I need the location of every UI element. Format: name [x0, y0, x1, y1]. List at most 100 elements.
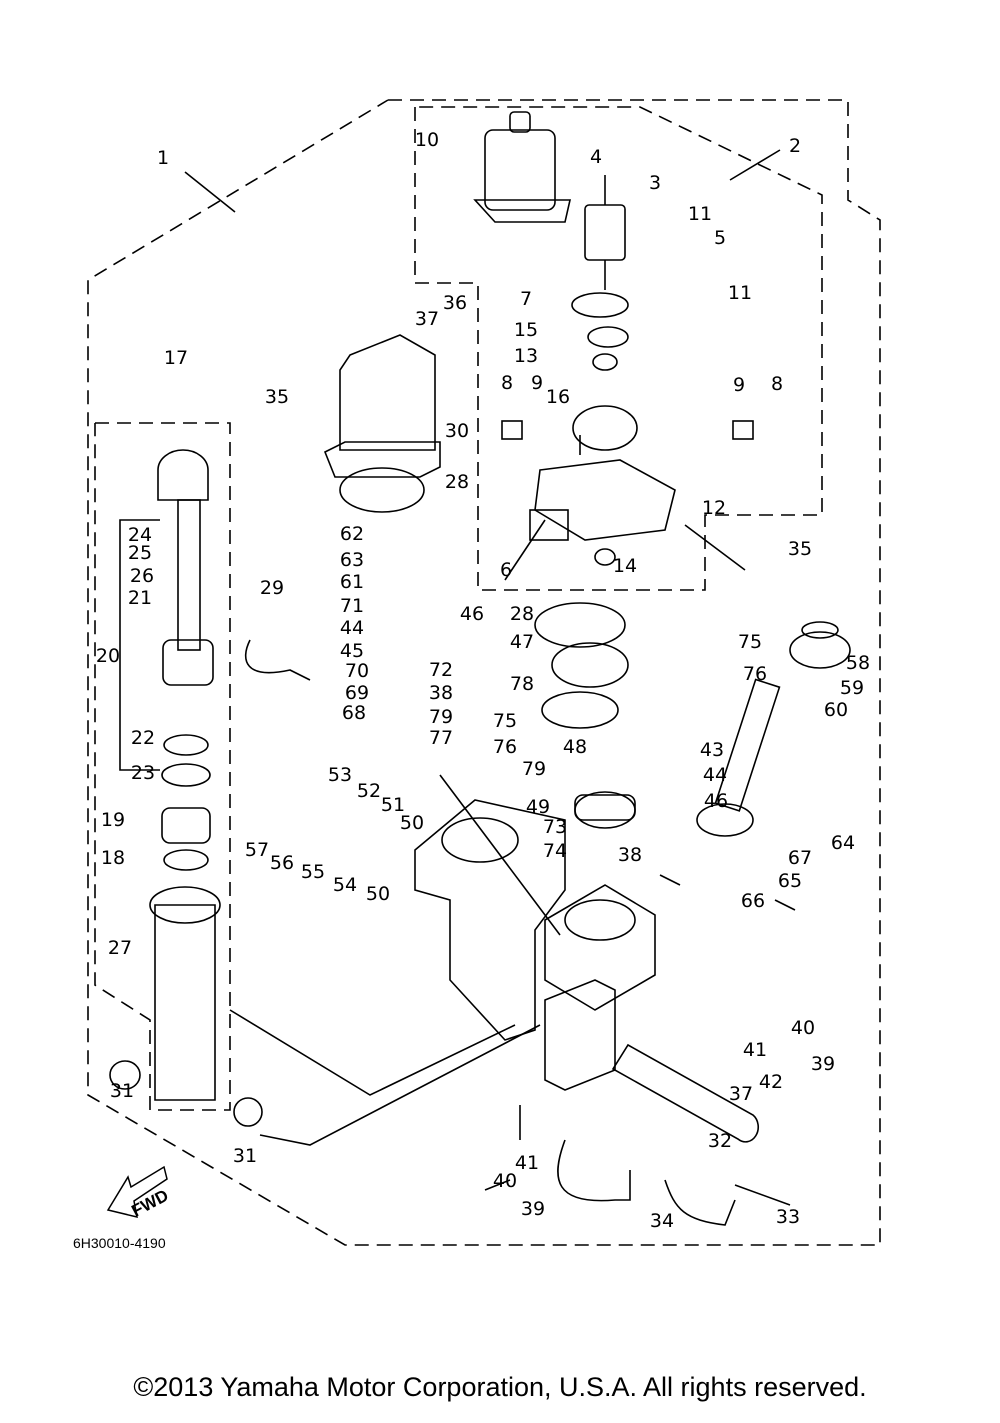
callout-1: 1 [157, 147, 169, 169]
armature-3 [584, 204, 626, 261]
callout-43: 43 [700, 739, 724, 761]
pump-housing [414, 799, 566, 1041]
callout-14: 14 [613, 555, 637, 577]
reservoir-30 [339, 334, 436, 451]
callout-51: 51 [381, 794, 405, 816]
callout-45: 45 [340, 640, 364, 662]
callout-9: 9 [531, 372, 543, 394]
callout-44: 44 [703, 764, 727, 786]
callout-79: 79 [429, 706, 453, 728]
callout-52: 52 [357, 780, 381, 802]
callout-71: 71 [340, 595, 364, 617]
callout-15: 15 [514, 319, 538, 341]
callout-48: 48 [563, 736, 587, 758]
callout-22: 22 [131, 727, 155, 749]
callout-62: 62 [340, 523, 364, 545]
callout-65: 65 [778, 870, 802, 892]
callout-23: 23 [131, 762, 155, 784]
motor-outline-2 [414, 106, 823, 591]
callout-75: 75 [738, 631, 762, 653]
callout-67: 67 [788, 847, 812, 869]
callout-53: 53 [328, 764, 352, 786]
callout-60: 60 [824, 699, 848, 721]
callout-55: 55 [301, 861, 325, 883]
callout-77: 77 [429, 727, 453, 749]
callout-11: 11 [728, 282, 752, 304]
callout-44: 44 [340, 617, 364, 639]
manual-valve-64 [714, 678, 781, 812]
callout-34: 34 [650, 1210, 674, 1232]
callout-39: 39 [521, 1198, 545, 1220]
callout-37: 37 [415, 308, 439, 330]
callout-10: 10 [415, 129, 439, 151]
callout-58: 58 [846, 652, 870, 674]
callout-63: 63 [340, 549, 364, 571]
motor-4 [484, 129, 556, 211]
callout-56: 56 [270, 852, 294, 874]
callout-20: 20 [96, 645, 120, 667]
callout-7: 7 [520, 288, 532, 310]
callout-29: 29 [260, 577, 284, 599]
callout-2: 2 [789, 135, 801, 157]
callout-57: 57 [245, 839, 269, 861]
callout-24: 24 [128, 524, 152, 546]
callout-42: 42 [759, 1071, 783, 1093]
callout-27: 27 [108, 937, 132, 959]
callout-64: 64 [831, 832, 855, 854]
callout-36: 36 [443, 292, 467, 314]
callout-31: 31 [233, 1145, 257, 1167]
callout-49: 49 [526, 796, 550, 818]
callout-70: 70 [345, 660, 369, 682]
shaft-32 [611, 1043, 759, 1143]
callout-31: 31 [110, 1080, 134, 1102]
callout-69: 69 [345, 682, 369, 704]
cylinder-27 [154, 904, 216, 1101]
callout-75: 75 [493, 710, 517, 732]
callout-59: 59 [840, 677, 864, 699]
callout-32: 32 [708, 1130, 732, 1152]
callout-8: 8 [771, 373, 783, 395]
cylinder-outline-17 [94, 422, 231, 1111]
callout-28: 28 [445, 471, 469, 493]
copyright-notice: ©2013 Yamaha Motor Corporation, U.S.A. A… [133, 1372, 867, 1402]
callout-37: 37 [729, 1083, 753, 1105]
callout-72: 72 [429, 659, 453, 681]
callout-46: 46 [704, 790, 728, 812]
assembly-outline-1 [87, 99, 881, 1246]
callout-8: 8 [501, 372, 513, 394]
callout-33: 33 [776, 1206, 800, 1228]
callout-28: 28 [510, 603, 534, 625]
callout-18: 18 [101, 847, 125, 869]
fwd-arrow-icon: FWD [106, 1165, 172, 1221]
callout-26: 26 [130, 565, 154, 587]
callout-6: 6 [500, 559, 512, 581]
callout-25: 25 [128, 542, 152, 564]
callout-76: 76 [493, 736, 517, 758]
callout-41: 41 [743, 1039, 767, 1061]
callout-61: 61 [340, 571, 364, 593]
callout-35: 35 [265, 386, 289, 408]
callout-9: 9 [733, 374, 745, 396]
callout-35: 35 [788, 538, 812, 560]
callout-30: 30 [445, 420, 469, 442]
callout-19: 19 [101, 809, 125, 831]
part-code: 6H30010-4190 [73, 1235, 166, 1251]
callout-40: 40 [791, 1017, 815, 1039]
callout-38: 38 [429, 682, 453, 704]
callout-40: 40 [493, 1170, 517, 1192]
callout-47: 47 [510, 631, 534, 653]
callout-21: 21 [128, 587, 152, 609]
callout-74: 74 [543, 840, 567, 862]
callout-50: 50 [366, 883, 390, 905]
callout-76: 76 [743, 663, 767, 685]
callout-54: 54 [333, 874, 357, 896]
callout-41: 41 [515, 1152, 539, 1174]
callout-4: 4 [590, 146, 602, 168]
callout-13: 13 [514, 345, 538, 367]
callout-16: 16 [546, 386, 570, 408]
callout-68: 68 [342, 702, 366, 724]
callout-39: 39 [811, 1053, 835, 1075]
